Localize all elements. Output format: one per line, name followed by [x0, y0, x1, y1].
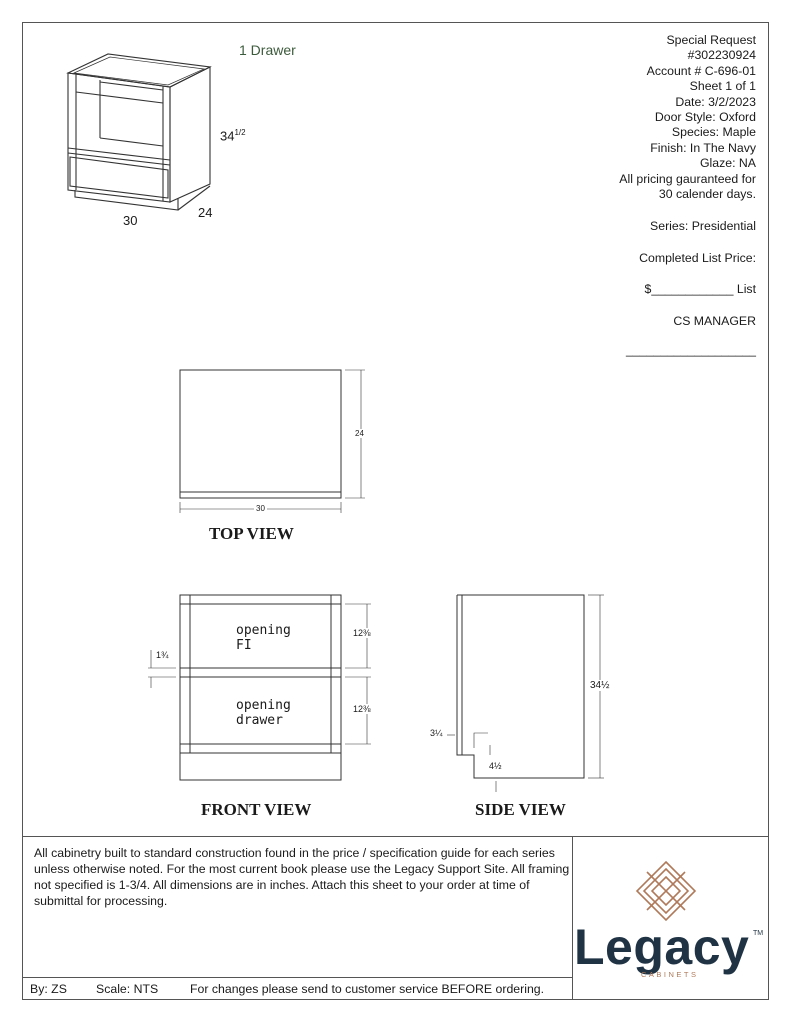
logo-subtitle: CABINETS: [641, 970, 699, 979]
price-dollar: $: [644, 282, 652, 297]
drawn-by: By: ZS: [30, 982, 67, 996]
iso-width-dimension: 30: [123, 213, 138, 228]
info-line: Glaze: NA: [699, 156, 756, 171]
cabinet-type-label: 1 Drawer: [239, 42, 296, 58]
toe-kick-height-dimension: 3¼: [430, 728, 443, 738]
lower-opening-label: opening drawer: [236, 698, 291, 728]
info-line: All pricing gauranteed for: [619, 171, 756, 186]
upper-opening-label: opening FI: [236, 623, 291, 653]
front-view-title: FRONT VIEW: [201, 800, 312, 819]
info-line: Finish: In The Navy: [650, 140, 756, 155]
info-line: Date: 3/2/2023: [675, 94, 756, 109]
info-line: Account # C-696-01: [646, 63, 756, 78]
top-view-width-dimension: 30: [254, 504, 267, 513]
footer-notes: All cabinetry built to standard construc…: [34, 846, 570, 908]
info-line: Door Style: Oxford: [654, 110, 756, 125]
iso-height-dimension: 341/2: [220, 128, 246, 144]
signature-line: ___________________: [626, 343, 756, 358]
iso-depth-dimension: 24: [198, 205, 213, 220]
changes-note: For changes please send to customer serv…: [190, 982, 545, 996]
footer-vertical-divider: [572, 836, 573, 1000]
info-line: Species: Maple: [671, 125, 756, 140]
cs-manager-label: CS MANAGER: [673, 313, 756, 328]
info-line: Sheet 1 of 1: [689, 79, 756, 94]
series-label: Series: Presidential: [650, 219, 756, 234]
rail-dimension: 1¾: [156, 650, 169, 660]
top-view-depth-dimension: 24: [355, 429, 364, 438]
side-view-title: SIDE VIEW: [475, 800, 566, 819]
info-line: Special Request: [666, 33, 756, 47]
drawing-sheet: [22, 22, 769, 1000]
toe-kick-depth-dimension: 4½: [489, 761, 502, 771]
upper-opening-dimension: 12⅜: [353, 628, 371, 638]
completed-list-price-label: Completed List Price:: [639, 250, 756, 265]
info-line: 30 calender days.: [658, 187, 756, 202]
scale-label: Scale: NTS: [96, 982, 159, 996]
job-info-block: Special Request #302230924 Account # C-6…: [619, 33, 756, 359]
legacy-logo-wordmark: Legacy: [574, 919, 750, 975]
top-view-title: TOP VIEW: [209, 524, 294, 543]
price-line: $____________ List: [619, 282, 756, 297]
footer-bottom-divider: [22, 977, 572, 978]
price-blank: ____________: [651, 282, 734, 297]
info-line: #302230924: [687, 48, 756, 63]
logo-trademark: TM: [753, 930, 764, 937]
lower-opening-dimension: 12⅜: [353, 704, 371, 714]
side-view-height-dimension: 34½: [590, 680, 610, 691]
footer-divider: [22, 836, 769, 837]
price-list-label: List: [736, 282, 756, 297]
